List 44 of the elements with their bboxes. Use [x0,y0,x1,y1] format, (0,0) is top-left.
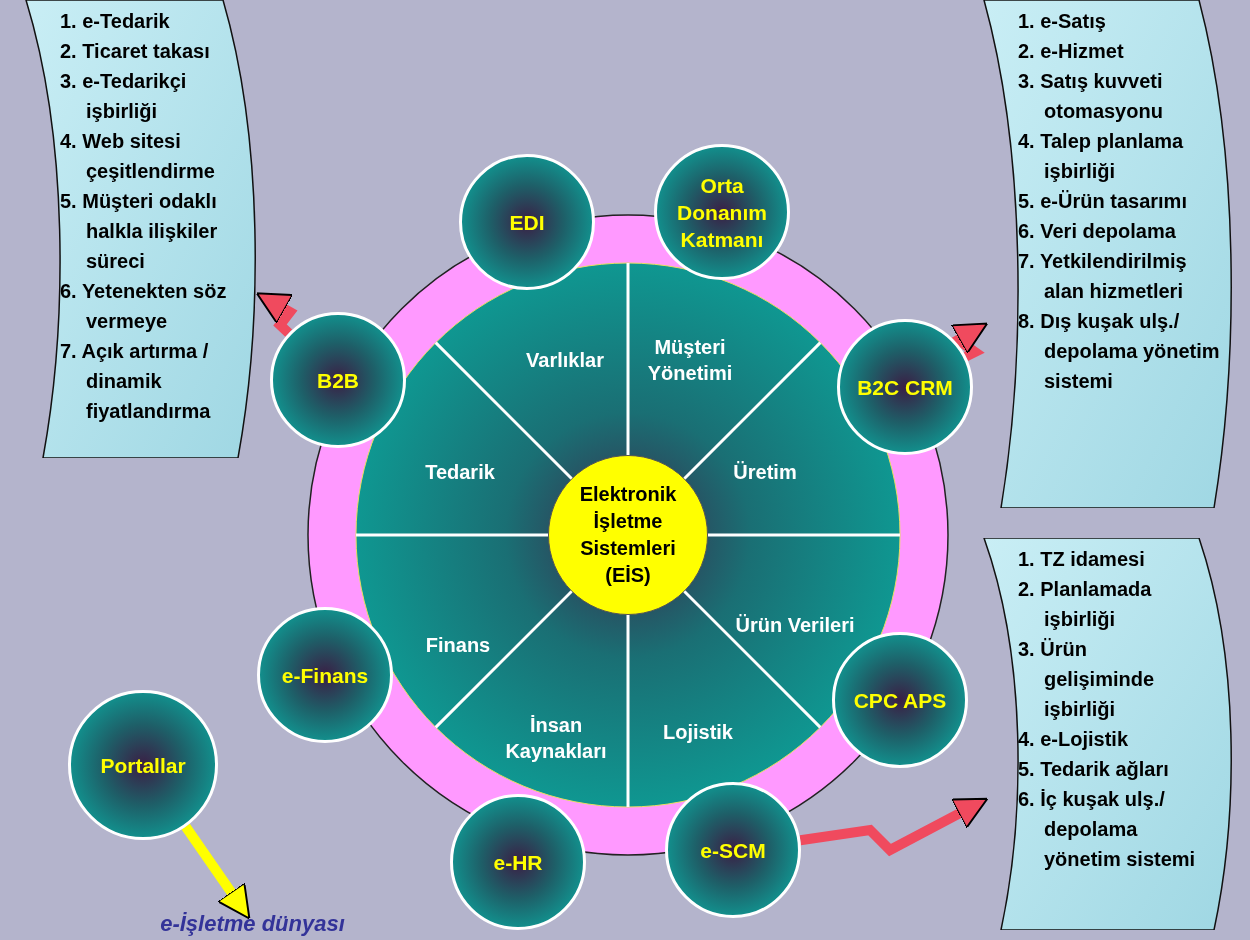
list-item: 4. e-Lojistik [1018,727,1130,752]
list-item: 3. Ürün gelişiminde işbirliği [1018,637,1156,722]
list-item: 6. Veri depolama [1018,219,1177,244]
list-item: 8. Dış kuşak ulş./ depolama yönetim sistemi [1018,309,1221,394]
sector-label: Lojistik [662,720,734,745]
list-item: 5. Tedarik ağları [1018,757,1170,782]
sector-label: Ürün Verileri [734,613,856,638]
module-label: Orta Donanım Katmanı [676,172,768,253]
sector-label: Tedarik [424,460,496,485]
sector-label: Müşteri Yönetimi [646,335,734,386]
module-label: CPC APS [853,687,947,714]
list-item: 3. Satış kuvveti otomasyonu [1018,69,1164,124]
module-label: e-Finans [281,662,369,689]
module-label: B2C CRM [857,374,953,401]
list-item: 1. TZ idamesi [1018,547,1146,572]
module-label: B2B [317,367,359,394]
center-label: Elektronik İşletme Sistemleri (EİS) [578,482,678,588]
list-item: 2. Ticaret takası [60,39,211,64]
list-item: 7. Açık artırma / dinamik fiyatlandırma [60,339,212,424]
list-item: 5. e-Ürün tasarımı [1018,189,1188,214]
list-item: 5. Müşteri odaklı halkla ilişkiler süreci [60,189,219,274]
caption-text: e-İşletme dünyası [160,909,345,938]
module-label: Portallar [100,752,186,779]
list-item: 2. Planlamada işbirliği [1018,577,1153,632]
list-item: 4. Talep planlama işbirliği [1018,129,1185,184]
list-item: 7. Yetkilendirilmiş alan hizmetleri [1018,249,1188,304]
list-item: 6. Yetenekten söz vermeye [60,279,228,334]
block-arrow [181,823,251,920]
lightning-bolt [799,797,989,857]
lightning-bolt [255,292,298,337]
list-item: 2. e-Hizmet [1018,39,1125,64]
list-item: 4. Web sitesi çeşitlendirme [60,129,216,184]
list-item: 6. İç kuşak ulş./ depolama yönetim sistemi [1018,787,1197,872]
sector-label: Üretim [732,460,798,485]
list-item: 1. e-Tedarik [60,9,171,34]
lightning-bolt [948,322,989,362]
sector-label: Finans [424,633,492,658]
module-label: e-HR [493,849,543,876]
sector-label: Varlıklar [525,348,605,373]
sector-label: İnsan Kaynakları [504,713,608,764]
module-label: e-SCM [700,837,766,864]
list-item: 3. e-Tedarikçi işbirliği [60,69,188,124]
list-item: 1. e-Satış [1018,9,1107,34]
module-label: EDI [509,209,545,236]
